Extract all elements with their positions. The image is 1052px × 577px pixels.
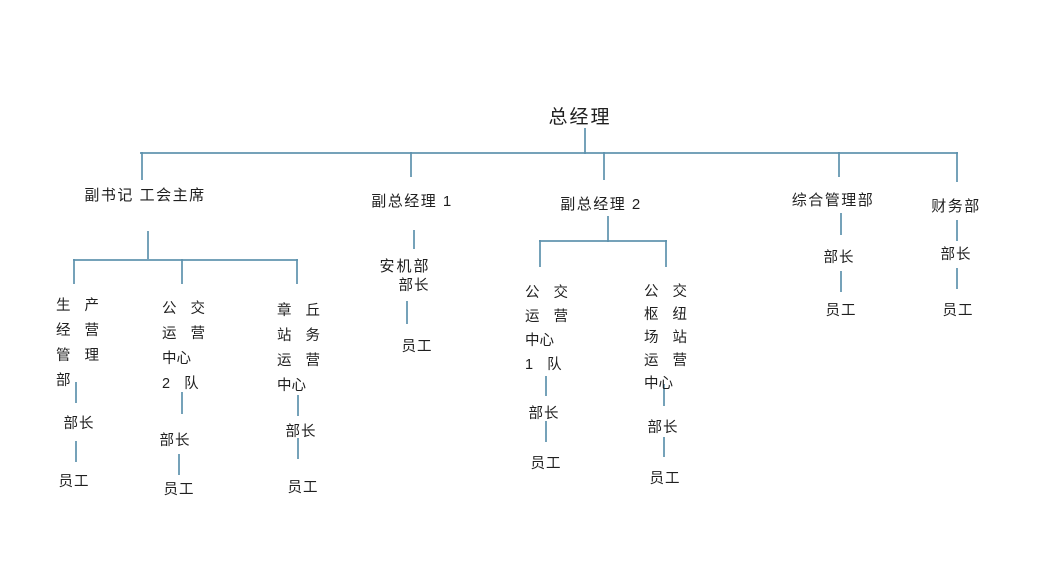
manager-general-admin: 部长 (823, 250, 855, 266)
connector-general-admin-manager (840, 213, 842, 235)
connector-drop-vp2 (603, 152, 605, 180)
zhangqiu-line3: 运 营 (277, 353, 321, 369)
hub-station-line5: 中心 (644, 376, 673, 392)
staff-finance: 员工 (942, 303, 974, 319)
connector-vp2-stem (607, 216, 609, 242)
node-general-manager: 总经理 (548, 107, 612, 128)
bus-ops-2-line3: 中心 (162, 351, 191, 367)
connector-drop-finance (956, 152, 958, 182)
production-line1: 生 产 (56, 298, 100, 314)
bus-ops-1-line3: 中心 (525, 333, 554, 349)
bus-ops-2-line4: 2 队 (162, 376, 199, 392)
zhangqiu-line2: 站 务 (277, 328, 321, 344)
node-deputy-secretary: 副书记 工会主席 (84, 185, 205, 207)
staff-anji: 员工 (401, 339, 433, 355)
connector-production-staff (75, 441, 77, 462)
connector-drop-zhangqiu (296, 259, 298, 284)
connector-bus-ops-2-staff (178, 454, 180, 475)
connector-drop-deputy-secretary (141, 152, 143, 180)
staff-hub-station: 员工 (649, 471, 681, 487)
manager-bus-ops-2: 部长 (159, 433, 191, 449)
hub-station-line2: 枢 纽 (644, 307, 688, 323)
deputy-secretary-line1: 副书记 (84, 187, 134, 204)
node-bus-ops-1: 公 交 运 营 中心 1 队 (525, 281, 571, 377)
connector-vp1-anji (413, 230, 415, 249)
manager-zhangqiu: 部长 (285, 424, 317, 440)
connector-bus-ops-1-manager (545, 376, 547, 396)
manager-finance: 部长 (940, 247, 972, 263)
staff-bus-ops-2: 员工 (163, 482, 195, 498)
node-production-dept: 生 产 经 营 管 理 部 (56, 294, 102, 394)
node-anji-dept: 安机部 (379, 258, 431, 275)
connector-drop-bus-ops-1 (539, 240, 541, 267)
node-bus-ops-2: 公 交 运 营 中心 2 队 (162, 297, 208, 397)
connector-bus-ops-2-manager (181, 392, 183, 414)
bus-ops-1-line2: 运 营 (525, 309, 569, 325)
connector-gm-stem (584, 128, 586, 154)
staff-general-admin: 员工 (825, 303, 857, 319)
connector-zhangqiu-staff (297, 438, 299, 459)
zhangqiu-line4: 中心 (277, 378, 306, 394)
production-line4: 部 (56, 373, 71, 389)
connector-finance-staff (956, 268, 958, 289)
connector-drop-general-admin (838, 152, 840, 177)
connector-hub-station-manager (663, 384, 665, 406)
bus-ops-1-line4: 1 队 (525, 357, 562, 373)
node-general-admin: 综合管理部 (791, 192, 875, 209)
manager-anji: 部长 (398, 278, 430, 294)
node-zhangqiu: 章 丘 站 务 运 营 中心 (277, 299, 323, 399)
connector-drop-bus-ops-2 (181, 259, 183, 284)
connector-vp2-horizontal (539, 240, 667, 242)
connector-finance-manager (956, 220, 958, 241)
connector-production-manager (75, 382, 77, 403)
production-line2: 经 营 (56, 323, 100, 339)
hub-station-line1: 公 交 (644, 284, 688, 300)
deputy-secretary-line2: 工会主席 (139, 187, 206, 204)
staff-zhangqiu: 员工 (287, 480, 319, 496)
connector-drop-production (73, 259, 75, 284)
node-vp1: 副总经理 1 (371, 193, 453, 210)
manager-bus-ops-1: 部长 (528, 406, 560, 422)
connector-hub-station-staff (663, 437, 665, 457)
connector-drop-vp1 (410, 152, 412, 177)
staff-bus-ops-1: 员工 (530, 456, 562, 472)
node-hub-station: 公 交 枢 纽 场 站 运 营 中心 (644, 281, 690, 396)
zhangqiu-line1: 章 丘 (277, 303, 321, 319)
manager-production: 部长 (63, 416, 95, 432)
bus-ops-1-line1: 公 交 (525, 285, 569, 301)
connector-drop-hub-station (665, 240, 667, 267)
connector-zhangqiu-manager (297, 395, 299, 416)
node-finance: 财务部 (931, 198, 981, 215)
connector-bus-ops-1-staff (545, 421, 547, 442)
node-vp2: 副总经理 2 (560, 196, 642, 213)
connector-anji-staff (406, 301, 408, 324)
connector-general-admin-staff (840, 271, 842, 292)
bus-ops-2-line2: 运 营 (162, 326, 206, 342)
manager-hub-station: 部长 (647, 420, 679, 436)
connector-main-horizontal (140, 152, 958, 154)
production-line3: 管 理 (56, 348, 100, 364)
connector-deputy-secretary-stem (147, 231, 149, 259)
hub-station-line4: 运 营 (644, 353, 688, 369)
staff-production: 员工 (58, 474, 90, 490)
hub-station-line3: 场 站 (644, 330, 688, 346)
bus-ops-2-line1: 公 交 (162, 301, 206, 317)
connector-deputy-secretary-horizontal (73, 259, 298, 261)
